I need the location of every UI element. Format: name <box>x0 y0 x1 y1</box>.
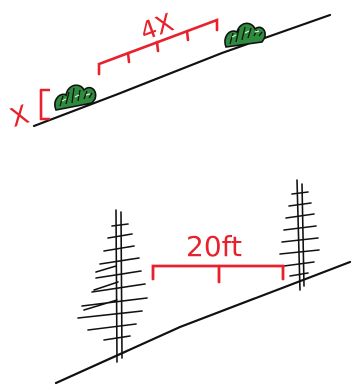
bottom-panel: 20ft <box>54 179 352 385</box>
spacing-label-4x: 4X <box>136 8 177 47</box>
top-panel: X 4X <box>7 8 332 134</box>
height-bracket <box>39 88 50 121</box>
spacing-bracket-4x <box>97 18 219 76</box>
bottom-slope-line <box>54 260 352 385</box>
height-label: X <box>7 100 33 134</box>
spacing-label-20ft: 20ft <box>186 230 242 263</box>
shrub-icon <box>224 22 266 48</box>
conifer-tree-icon <box>77 209 148 363</box>
shrub-icon <box>54 84 97 111</box>
conifer-tree-icon <box>279 179 320 291</box>
top-slope-line <box>32 13 332 128</box>
spacing-bracket-20ft <box>151 264 285 284</box>
